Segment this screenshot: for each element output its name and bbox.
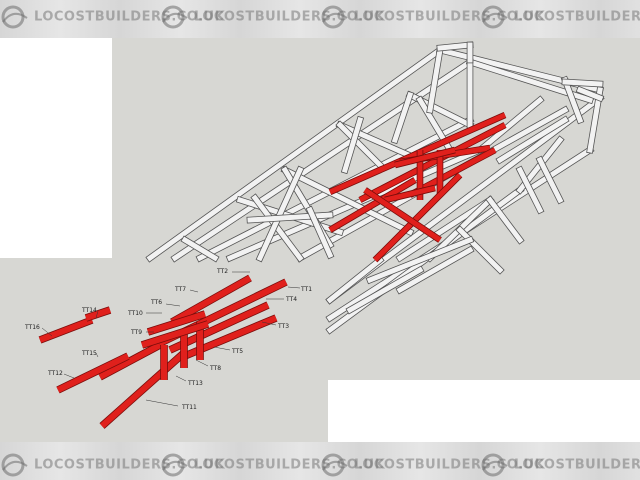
exploded-tunnel-parts xyxy=(38,274,288,429)
frame-tube xyxy=(281,166,414,236)
label-tt15: TT15 xyxy=(81,350,97,357)
callout-tt15: TT15 xyxy=(81,350,99,358)
tunnel-tubes-in-frame xyxy=(328,111,507,263)
frame-tube xyxy=(427,47,443,113)
watermark-row: LOCOSTBUILDERS.CO.UKLOCOSTBUILDERS.CO.UK… xyxy=(0,452,640,478)
tunnel-part xyxy=(85,307,111,321)
callout-tt2: TT2 xyxy=(216,268,250,275)
label-tt10: TT10 xyxy=(127,310,143,317)
chassis-frame xyxy=(145,41,605,335)
watermark-item: LOCOSTBUILDERS.CO.UK xyxy=(480,452,640,478)
car-logo-icon xyxy=(321,5,348,29)
callout-tt16: TT16 xyxy=(24,324,53,337)
car-logo-icon xyxy=(1,453,28,477)
label-tt9: TT9 xyxy=(130,329,142,336)
callout-tt3: TT3 xyxy=(261,321,289,330)
callout-tt1: TT1 xyxy=(287,286,312,293)
tunnel-part xyxy=(56,353,130,393)
frame-tube xyxy=(171,58,474,262)
frame-tube xyxy=(391,91,414,144)
frame-tube xyxy=(326,256,384,304)
label-tt4: TT4 xyxy=(285,296,297,303)
label-tt8: TT8 xyxy=(209,365,221,372)
car-logo-icon xyxy=(481,453,508,477)
frame-tube xyxy=(146,46,444,262)
label-tt13: TT13 xyxy=(187,380,203,387)
car-logo-icon xyxy=(1,5,28,29)
frame-tube xyxy=(181,236,219,262)
tunnel-tube xyxy=(384,185,436,203)
car-logo-icon xyxy=(161,453,188,477)
tunnel-tube xyxy=(394,147,456,168)
callout-tt11: TT11 xyxy=(145,399,197,411)
tunnel-tube xyxy=(328,177,417,233)
frame-tube xyxy=(346,266,424,314)
frame-tube xyxy=(306,206,334,259)
callout-tt5: TT5 xyxy=(213,346,243,355)
callout-tt10: TT10 xyxy=(127,310,162,317)
callout-tt8: TT8 xyxy=(195,359,221,372)
tunnel-part xyxy=(178,315,278,361)
car-logo-icon xyxy=(161,5,188,29)
frame-tube xyxy=(561,76,584,124)
watermark-banner-top: LOCOSTBUILDERS.CO.UKLOCOSTBUILDERS.CO.UK… xyxy=(0,0,640,38)
watermark-row: LOCOSTBUILDERS.CO.UKLOCOSTBUILDERS.CO.UK… xyxy=(0,4,640,30)
callout-tt9: TT9 xyxy=(130,329,154,336)
label-tt7: TT7 xyxy=(174,286,186,293)
tunnel-tube xyxy=(358,122,507,203)
frame-tube xyxy=(437,42,473,51)
label-tt14: TT14 xyxy=(81,307,97,314)
frame-tube xyxy=(256,166,304,262)
frame-tube xyxy=(341,116,364,174)
frame-tube xyxy=(562,79,603,87)
frame-tube xyxy=(536,156,564,204)
label-tt6: TT6 xyxy=(150,299,162,306)
frame-tube xyxy=(396,196,494,262)
frame-tube xyxy=(476,96,544,154)
frame-tube xyxy=(486,196,524,244)
label-tt3: TT3 xyxy=(277,323,289,330)
tunnel-part xyxy=(141,321,209,348)
watermark-text: LOCOSTBUILDERS.CO.UK xyxy=(514,457,640,473)
watermark-item: LOCOSTBUILDERS.CO.UK xyxy=(480,4,640,30)
frame-tube xyxy=(516,166,544,214)
callout-tt14: TT14 xyxy=(81,307,99,319)
label-tt16: TT16 xyxy=(24,324,40,331)
callout-tt6: TT6 xyxy=(150,299,181,307)
tunnel-part xyxy=(38,317,94,343)
tunnel-part xyxy=(98,342,162,380)
watermark-text: LOCOSTBUILDERS.CO.UK xyxy=(514,9,640,25)
tunnel-part xyxy=(100,349,187,429)
callout-tt4: TT4 xyxy=(266,296,297,303)
frame-tube xyxy=(251,194,304,262)
tunnel-tube xyxy=(363,187,442,243)
callout-tt7: TT7 xyxy=(174,286,199,293)
car-logo-icon xyxy=(321,453,348,477)
frame-tube xyxy=(496,116,569,164)
label-tt11: TT11 xyxy=(181,404,197,411)
frame-tube xyxy=(396,246,474,294)
label-tt1: TT1 xyxy=(300,286,312,293)
tunnel-tube xyxy=(373,173,462,262)
part-callouts: TT1 TT2 TT3 TT4 TT5 TT6 TT7 TT8 TT9 TT10… xyxy=(24,268,312,411)
label-tt12: TT12 xyxy=(47,370,63,377)
watermark-banner-bottom: LOCOSTBUILDERS.CO.UKLOCOSTBUILDERS.CO.UK… xyxy=(0,442,640,480)
frame-tube xyxy=(247,212,333,223)
callout-tt12: TT12 xyxy=(47,370,75,379)
tunnel-part xyxy=(170,275,252,325)
label-tt5: TT5 xyxy=(231,348,243,355)
frame-tube xyxy=(336,121,384,169)
car-logo-icon xyxy=(481,5,508,29)
frame-tube xyxy=(576,86,604,102)
label-tt2: TT2 xyxy=(216,268,228,275)
callout-tt13: TT13 xyxy=(175,375,203,387)
tunnel-part xyxy=(147,311,206,335)
frame-tube xyxy=(366,236,474,284)
frame-tube xyxy=(456,226,504,274)
